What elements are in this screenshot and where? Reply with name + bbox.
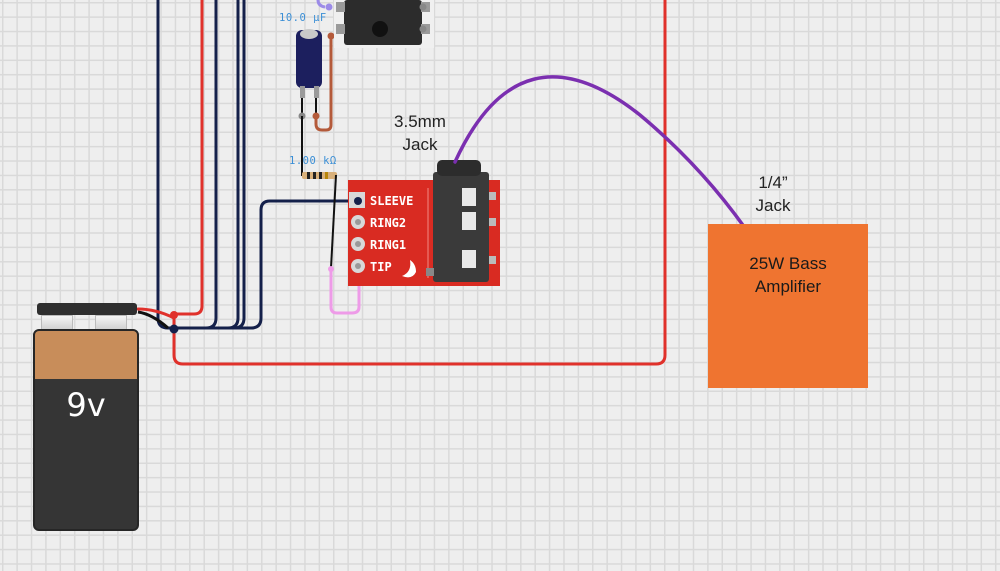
pin-label-ring2: RING2: [370, 216, 407, 230]
battery-snap-connector: [37, 303, 137, 315]
amplifier-label-line1: 25W Bass: [749, 254, 827, 273]
battery-negative-lead[interactable]: [137, 310, 169, 330]
ground-wire-2: [174, 0, 218, 330]
power-wire-top: [172, 0, 204, 316]
quarter-jack-label-line2: Jack: [755, 196, 791, 215]
power-wire-loop: [172, 0, 667, 366]
ground-wire-4: [174, 0, 246, 330]
resistor-lead-right[interactable]: [330, 174, 337, 269]
ground-wire-sleeve: [174, 208, 263, 330]
quarter-jack-label: 1/4” Jack: [738, 171, 808, 217]
audio-jack-breakout[interactable]: [348, 160, 500, 286]
ground-wire-1: [156, 0, 178, 330]
battery-copper-top: [35, 331, 137, 379]
brown-wire-node: [312, 112, 320, 120]
battery-body: 9v: [33, 329, 139, 531]
pin-label-ring1: RING1: [370, 238, 407, 252]
signal-cable[interactable]: [453, 75, 747, 230]
capacitor-value-label: 10.0 µF: [279, 12, 327, 24]
ic-chip[interactable]: [334, 0, 434, 48]
audio-jack-35-label-line1: 3.5mm: [394, 112, 446, 131]
lavender-wire[interactable]: [316, 0, 326, 9]
amplifier-label-line2: Amplifier: [754, 277, 822, 296]
ground-wire-3: [174, 0, 240, 330]
amplifier-label: 25W Bass Amplifier: [708, 252, 868, 298]
audio-jack-35-label-line2: Jack: [402, 135, 438, 154]
power-junction: [170, 311, 178, 319]
pink-wire[interactable]: [329, 267, 361, 315]
battery-label: 9v: [66, 386, 106, 424]
ground-junction: [169, 324, 179, 334]
ground-wire-sleeve-top: [259, 199, 359, 212]
brown-wire-end: [327, 32, 335, 40]
pink-wire-node: [328, 266, 334, 272]
capacitor[interactable]: [296, 29, 322, 120]
pin-label-sleeve: SLEEVE: [370, 194, 414, 208]
lavender-wire-end: [325, 3, 333, 11]
audio-jack-35-label: 3.5mm Jack: [380, 110, 460, 156]
brown-wire[interactable]: [314, 36, 333, 132]
quarter-jack-label-line1: 1/4”: [758, 173, 788, 192]
pin-label-tip: TIP: [370, 260, 392, 274]
resistor[interactable]: [302, 172, 337, 179]
resistor-value-label: 1.00 kΩ: [289, 155, 337, 167]
battery-9v[interactable]: 9v: [33, 303, 139, 531]
bass-amplifier[interactable]: 25W Bass Amplifier: [708, 224, 868, 388]
